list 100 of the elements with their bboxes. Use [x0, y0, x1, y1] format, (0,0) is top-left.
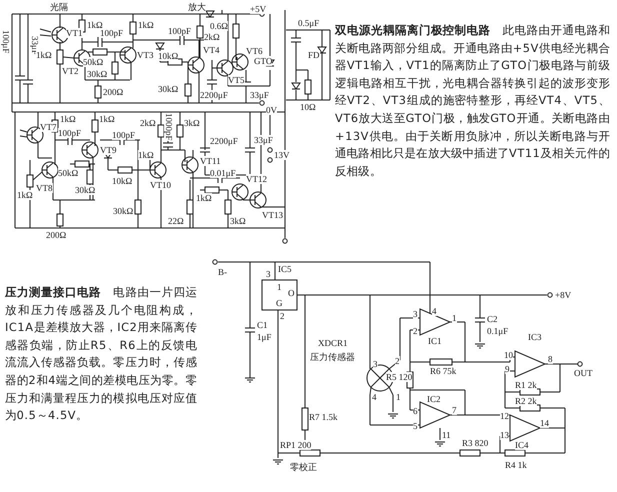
component-label: XDCR1	[318, 338, 348, 348]
pin-number: 11	[442, 430, 451, 440]
component-label: VT4	[203, 45, 220, 55]
component-label: 50kΩ	[58, 168, 78, 178]
pin-number: 2	[395, 356, 400, 366]
pin-number: 9	[505, 364, 510, 374]
component-label: 0.01μF	[210, 168, 236, 178]
component-label: 30kΩ	[113, 206, 134, 216]
component-label: 1μF	[257, 332, 272, 342]
component-label: VT8	[36, 183, 52, 193]
component-label: 10kΩ	[158, 51, 178, 61]
component-label: 100pF	[58, 128, 82, 138]
component-label: C2	[487, 314, 498, 324]
component-label: 2kΩ	[204, 32, 220, 42]
pin-number: 2	[413, 326, 418, 336]
component-label: 100pF	[100, 28, 124, 38]
component-label: 2kΩ	[140, 118, 156, 128]
pin-number: 13	[500, 430, 509, 440]
component-label: 0.5μF	[298, 18, 320, 28]
pin-number: 10	[504, 350, 513, 360]
component-label: 3kΩ	[230, 216, 246, 226]
component-label: 33μF	[250, 90, 269, 100]
component-label: 50kΩ	[83, 57, 104, 67]
component-label: 1kΩ	[99, 114, 115, 124]
component-label: VT10	[150, 180, 171, 190]
component-label: IC4	[515, 440, 528, 450]
pin-number: G	[276, 298, 282, 308]
component-label: 2200μF	[210, 136, 238, 146]
component-label: IC3	[528, 332, 542, 342]
component-label: R3 820	[462, 438, 488, 448]
component-label: FD	[308, 50, 320, 60]
pin-number: 1	[396, 392, 400, 402]
terminal-label: +5V	[250, 4, 266, 14]
description-paragraph: 双电源光耦隔离门极控制电路 此电路由开通电路和关断电路两部分组成。开通电路由+5V供电经光耦合器VT1输入，VT1的隔离防止了GTO门极电路与前级逻辑电路相互干扰，光电耦合器转换引起的波形变形经VT2、VT3组成的施密特整形，再经VT4、VT5、VT6放大送至GTO门极，触发GTO开通。关断电路由+13V供电。由于关断用负脉冲，所以关断电路与开通电路相比只是在放大级中插进了VT11及相关元件的反相级。	[335, 23, 610, 180]
component-label: 1kΩ	[60, 114, 76, 124]
component-label: VT7	[40, 122, 56, 132]
component-label: 1kΩ	[87, 20, 103, 30]
pin-number: 14	[540, 418, 549, 428]
component-label: GTO	[254, 56, 272, 66]
component-label: 1kΩ	[138, 150, 154, 160]
terminal-label: B-	[218, 267, 227, 277]
component-label: 200Ω	[103, 87, 124, 97]
pin-number: 7	[452, 405, 456, 415]
pin-number: 4	[372, 392, 376, 402]
pin-number: 6	[413, 406, 418, 416]
pin-number: 3	[413, 309, 418, 319]
component-label: VT11	[200, 156, 221, 166]
pin-number: 4	[432, 306, 436, 316]
component-label: 3kΩ	[184, 118, 200, 128]
terminal-label: 0V	[266, 105, 277, 115]
component-label: VT12	[246, 174, 267, 184]
component-label: VT1	[66, 28, 82, 38]
component-label: 0.6Ω	[210, 21, 228, 31]
component-label: R7 1.5k	[309, 412, 338, 422]
component-label: R6 75k	[430, 366, 456, 376]
component-label: 1kΩ	[36, 50, 52, 60]
component-label: 30kΩ	[75, 185, 96, 195]
component-label: 100pF	[112, 130, 136, 140]
component-label: 30kΩ	[87, 69, 108, 79]
component-label: 1000pF	[164, 113, 174, 141]
component-label: R2 2k	[515, 396, 537, 406]
pin-number: 3	[373, 359, 378, 369]
description-paragraph: 压力测量接口电路 电路由一片四运放和压力传感器及几个电阻构成，IC1A是差模放大器，IC2用来隔离传感器负端，防止R5、R6上的反馈电流流入传感器负载。零压力时，传感器的2和4端之间的差模电压为零。零压力和满量程压力的模拟电压对应值为0.5～4.5V。	[5, 285, 197, 424]
terminal-label: 13V	[274, 150, 290, 160]
component-label: 100pF	[168, 26, 192, 36]
component-label: 100μF	[1, 30, 11, 54]
component-label: 1kΩ	[17, 190, 33, 200]
component-label: R4 1k	[505, 460, 527, 470]
component-label: R5 120	[386, 372, 412, 382]
pin-number: 1	[277, 282, 282, 292]
component-label: 33μF	[254, 135, 273, 145]
pin-number: 8	[548, 354, 552, 364]
pin-number: 1	[452, 313, 456, 323]
component-label: 1kΩ	[138, 20, 154, 30]
pin-number: 2	[280, 311, 284, 321]
section-label: 放大	[188, 2, 206, 12]
component-label: VT2	[62, 66, 78, 76]
component-label: 30kΩ	[158, 84, 178, 94]
component-label: RP1 200	[280, 440, 312, 450]
pin-number: 12	[500, 411, 509, 421]
component-label: VT6	[246, 46, 262, 56]
component-label: 压力传感器	[310, 352, 355, 362]
component-label: 零校正	[290, 462, 317, 472]
component-label: IC1	[428, 336, 442, 346]
component-label: VT13	[262, 210, 283, 220]
pin-number: 3	[266, 269, 270, 279]
component-label: 1kΩ	[196, 193, 212, 203]
component-label: R1 2k	[515, 380, 537, 390]
pin-number: 5	[413, 421, 418, 431]
component-label: IC2	[427, 394, 440, 404]
component-label: 22Ω	[168, 216, 184, 226]
pin-number: O	[288, 288, 294, 298]
terminal-label: OUT	[574, 368, 592, 378]
component-label: 10Ω	[300, 102, 316, 112]
component-label: 10kΩ	[112, 176, 132, 186]
component-label: 200Ω	[46, 230, 66, 240]
component-label: VT9	[100, 145, 116, 155]
component-label: C1	[257, 320, 268, 330]
component-label: VT5	[228, 75, 244, 85]
terminal-label: +8V	[555, 290, 572, 300]
